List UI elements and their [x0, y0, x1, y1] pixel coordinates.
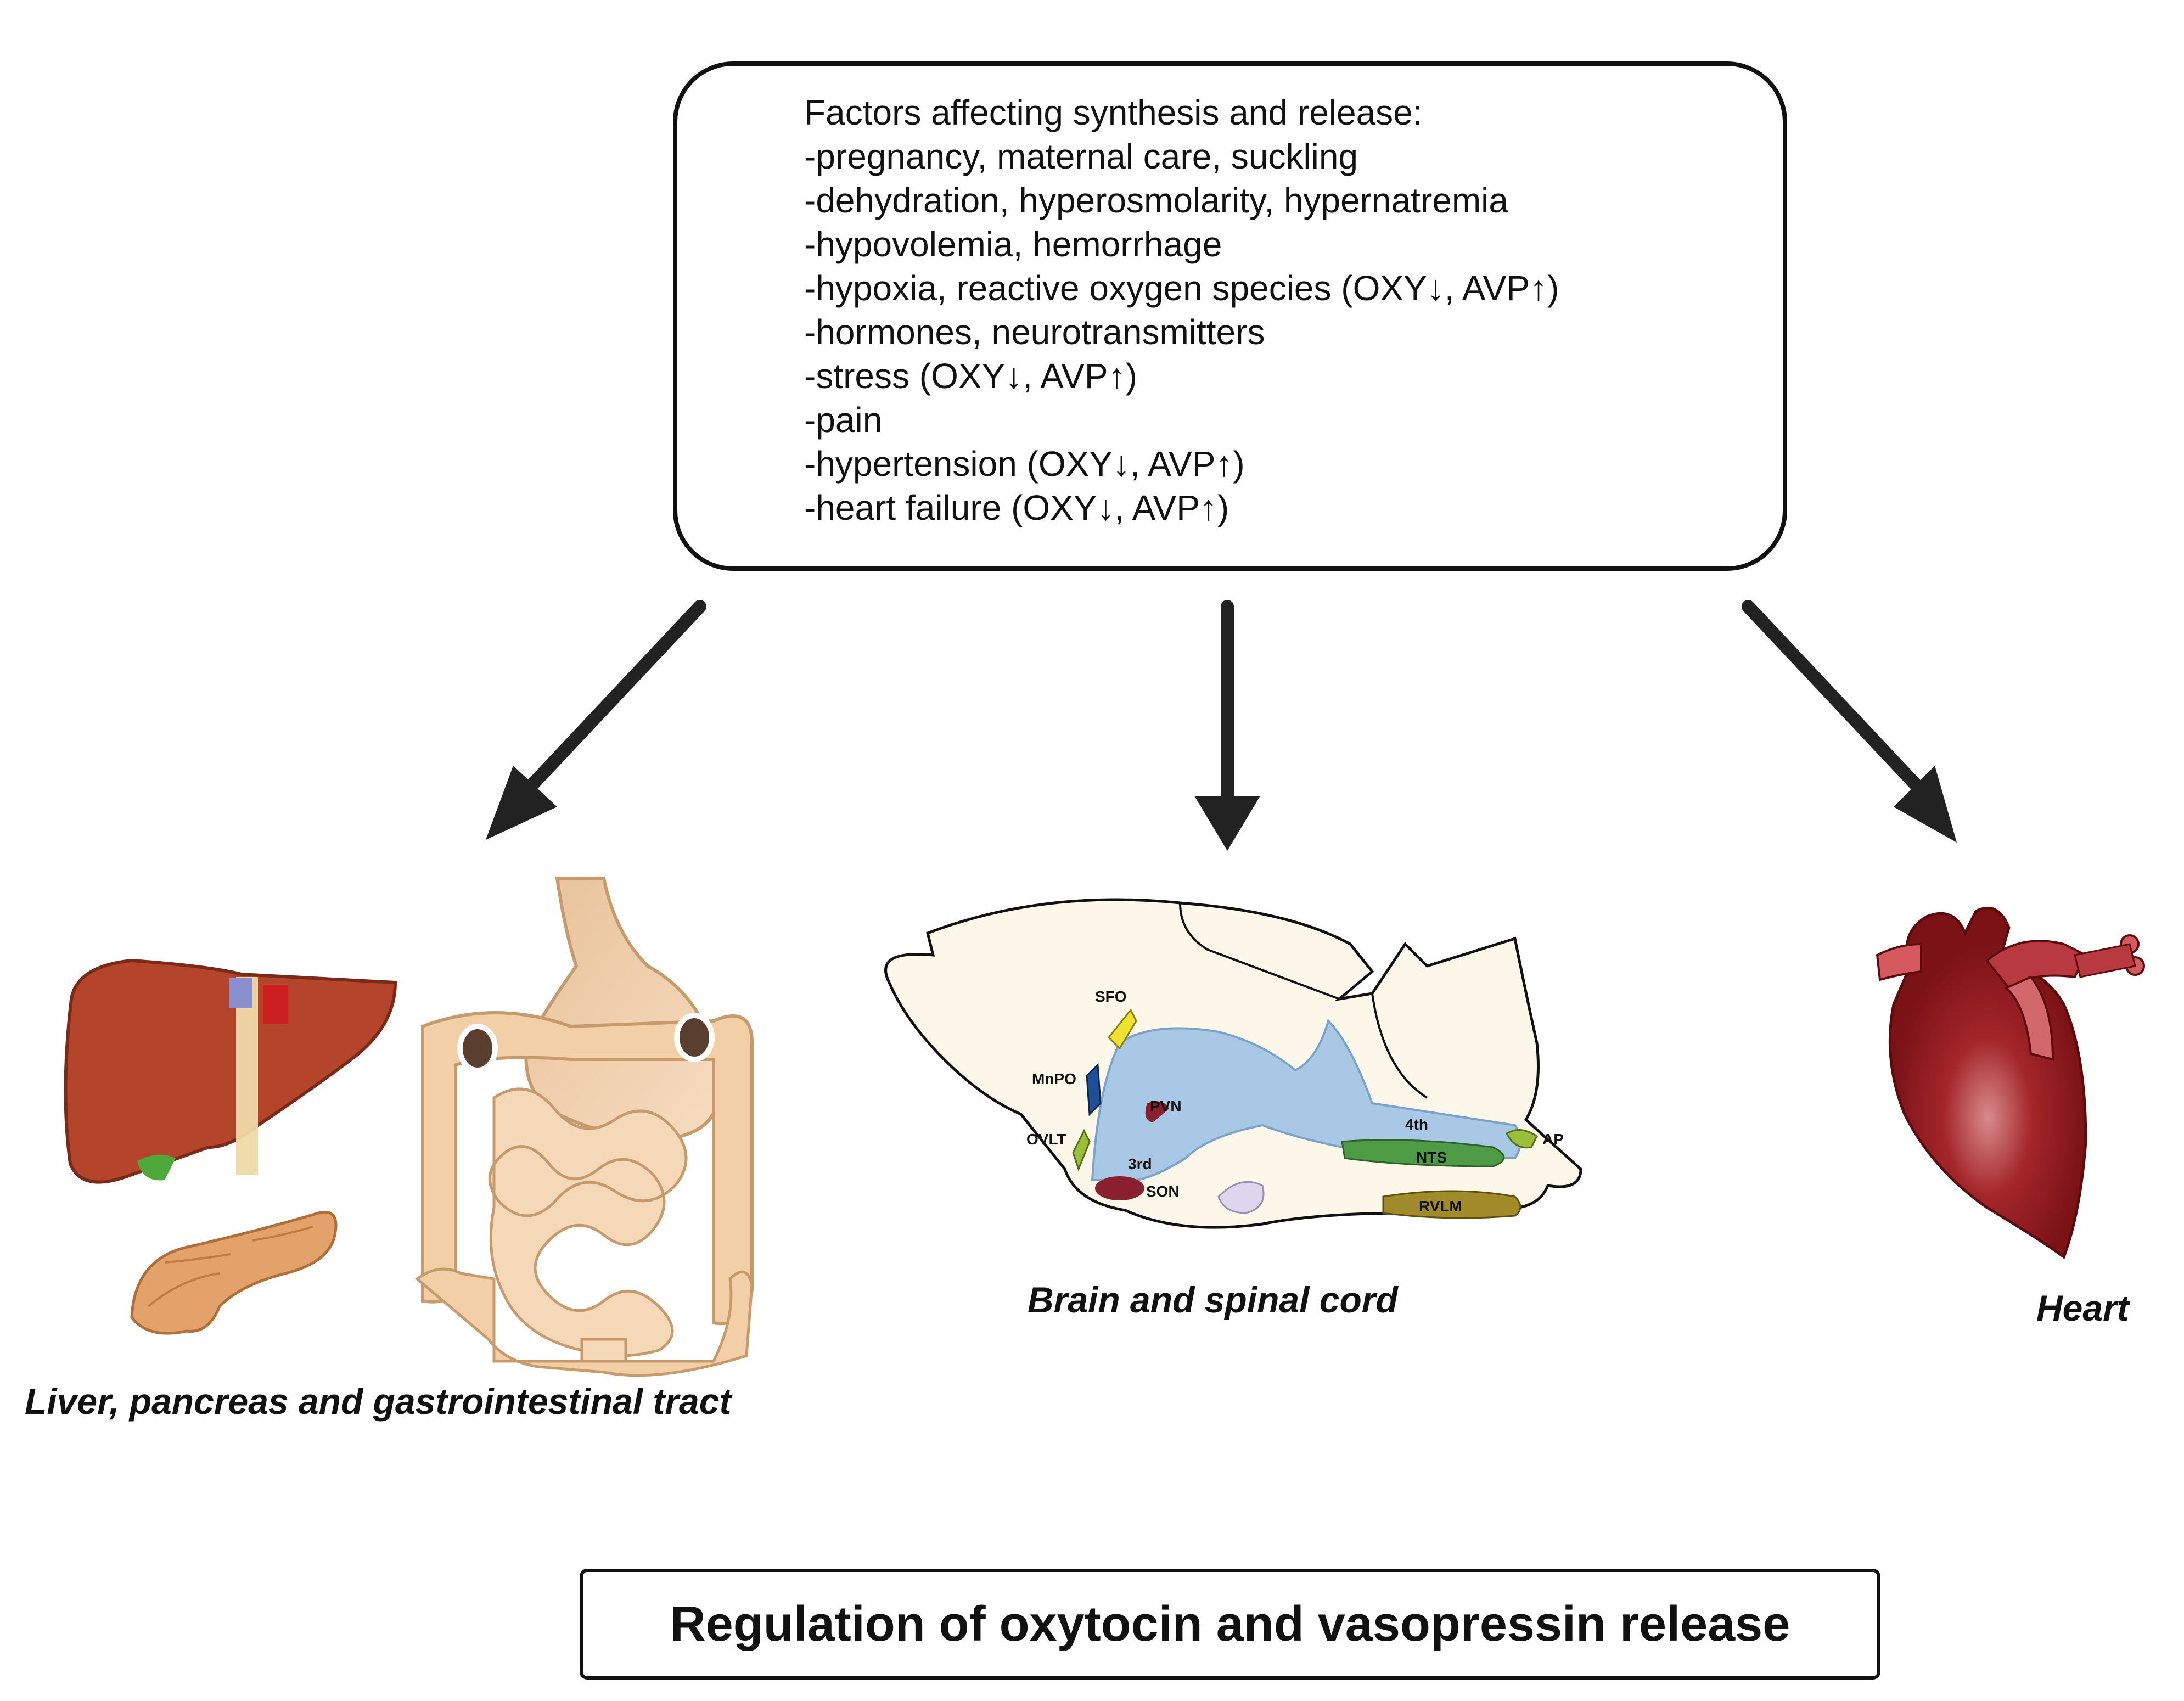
- brain-region-labels: SFO MnPO OVLT PVN 3rd SON 4th NTS AP RVL…: [1026, 988, 1564, 1215]
- gi-tract-icon: [414, 877, 754, 1377]
- factor-item: -hypoxia, reactive oxygen species (OXY↓,…: [804, 268, 1559, 308]
- digestive-label: Liver, pancreas and gastrointestinal tra…: [25, 1381, 732, 1422]
- arrow-to-digestive: [486, 600, 706, 840]
- rvlm-region: [1382, 1190, 1521, 1219]
- label-fourth: 4th: [1405, 1116, 1428, 1133]
- pancreas-icon: [130, 1211, 338, 1335]
- label-pvn: PVN: [1150, 1098, 1182, 1115]
- heart-icon: [1876, 906, 2145, 1260]
- brain-regions: [1072, 1008, 1538, 1219]
- arrow-to-brain: [1194, 600, 1260, 851]
- son-region: [1095, 1176, 1144, 1200]
- label-ap: AP: [1542, 1131, 1564, 1148]
- label-third: 3rd: [1128, 1155, 1152, 1172]
- label-rvlm: RVLM: [1419, 1198, 1462, 1215]
- factor-item: -heart failure (OXY↓, AVP↑): [804, 488, 1229, 527]
- ap-region: [1506, 1129, 1538, 1149]
- heart-label: Heart: [2036, 1288, 2129, 1328]
- liver-icon: [64, 958, 397, 1184]
- label-mnpo: MnPO: [1032, 1070, 1076, 1087]
- label-nts: NTS: [1416, 1149, 1447, 1166]
- label-son: SON: [1146, 1183, 1180, 1200]
- factors-heading: Factors affecting synthesis and release:: [804, 93, 1423, 132]
- factor-item: -pain: [804, 400, 883, 440]
- brain-label: Brain and spinal cord: [1028, 1279, 1398, 1320]
- factor-item: -dehydration, hyperosmolarity, hypernatr…: [804, 181, 1508, 220]
- factor-item: -stress (OXY↓, AVP↑): [804, 356, 1137, 396]
- factor-item: -hypertension (OXY↓, AVP↑): [804, 444, 1245, 484]
- brain-icon: [884, 898, 1582, 1229]
- sfo-region: [1107, 1008, 1137, 1050]
- arrow-to-heart: [1742, 600, 1957, 843]
- factor-item: -hormones, neurotransmitters: [804, 312, 1265, 352]
- label-ovlt: OVLT: [1026, 1131, 1066, 1148]
- factors-box: [673, 61, 1787, 571]
- pituitary-region: [1217, 1181, 1265, 1214]
- title-box: Regulation of oxytocin and vasopressin r…: [580, 1569, 1880, 1680]
- label-sfo: SFO: [1095, 988, 1127, 1005]
- figure-title: Regulation of oxytocin and vasopressin r…: [670, 1596, 1790, 1652]
- factor-item: -pregnancy, maternal care, suckling: [804, 137, 1358, 176]
- mnpo-region: [1086, 1063, 1102, 1116]
- factor-item: -hypovolemia, hemorrhage: [804, 224, 1222, 264]
- pvn-region: [1145, 1101, 1169, 1122]
- nts-region: [1341, 1139, 1505, 1167]
- ovlt-region: [1072, 1129, 1091, 1172]
- factors-list: Factors affecting synthesis and release:…: [804, 91, 1559, 530]
